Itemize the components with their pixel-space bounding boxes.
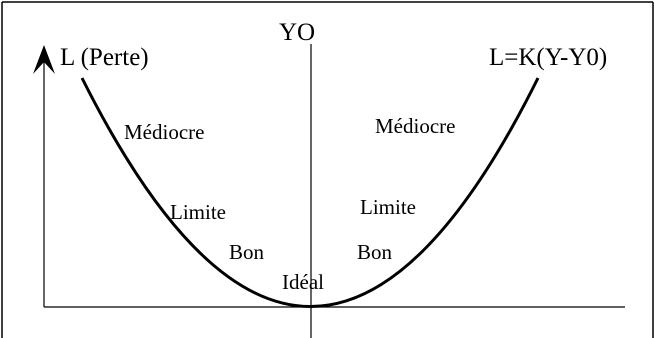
zone-label-mediocre-left: Médiocre	[124, 120, 204, 144]
zone-label-bon-right: Bon	[357, 240, 393, 264]
formula-label: L=K(Y-Y0)	[489, 44, 607, 71]
zone-label-limite-right: Limite	[360, 195, 416, 219]
loss-curve	[80, 77, 540, 308]
zone-label-bon-left: Bon	[229, 240, 265, 264]
target-label: YO	[279, 19, 315, 46]
zone-label-mediocre-right: Médiocre	[375, 114, 455, 138]
y-axis-arrowhead	[33, 45, 55, 74]
zone-label-limite-left: Limite	[170, 200, 226, 224]
zone-label-ideal: Idéal	[282, 270, 324, 294]
y-axis-label: L (Perte)	[60, 44, 149, 71]
